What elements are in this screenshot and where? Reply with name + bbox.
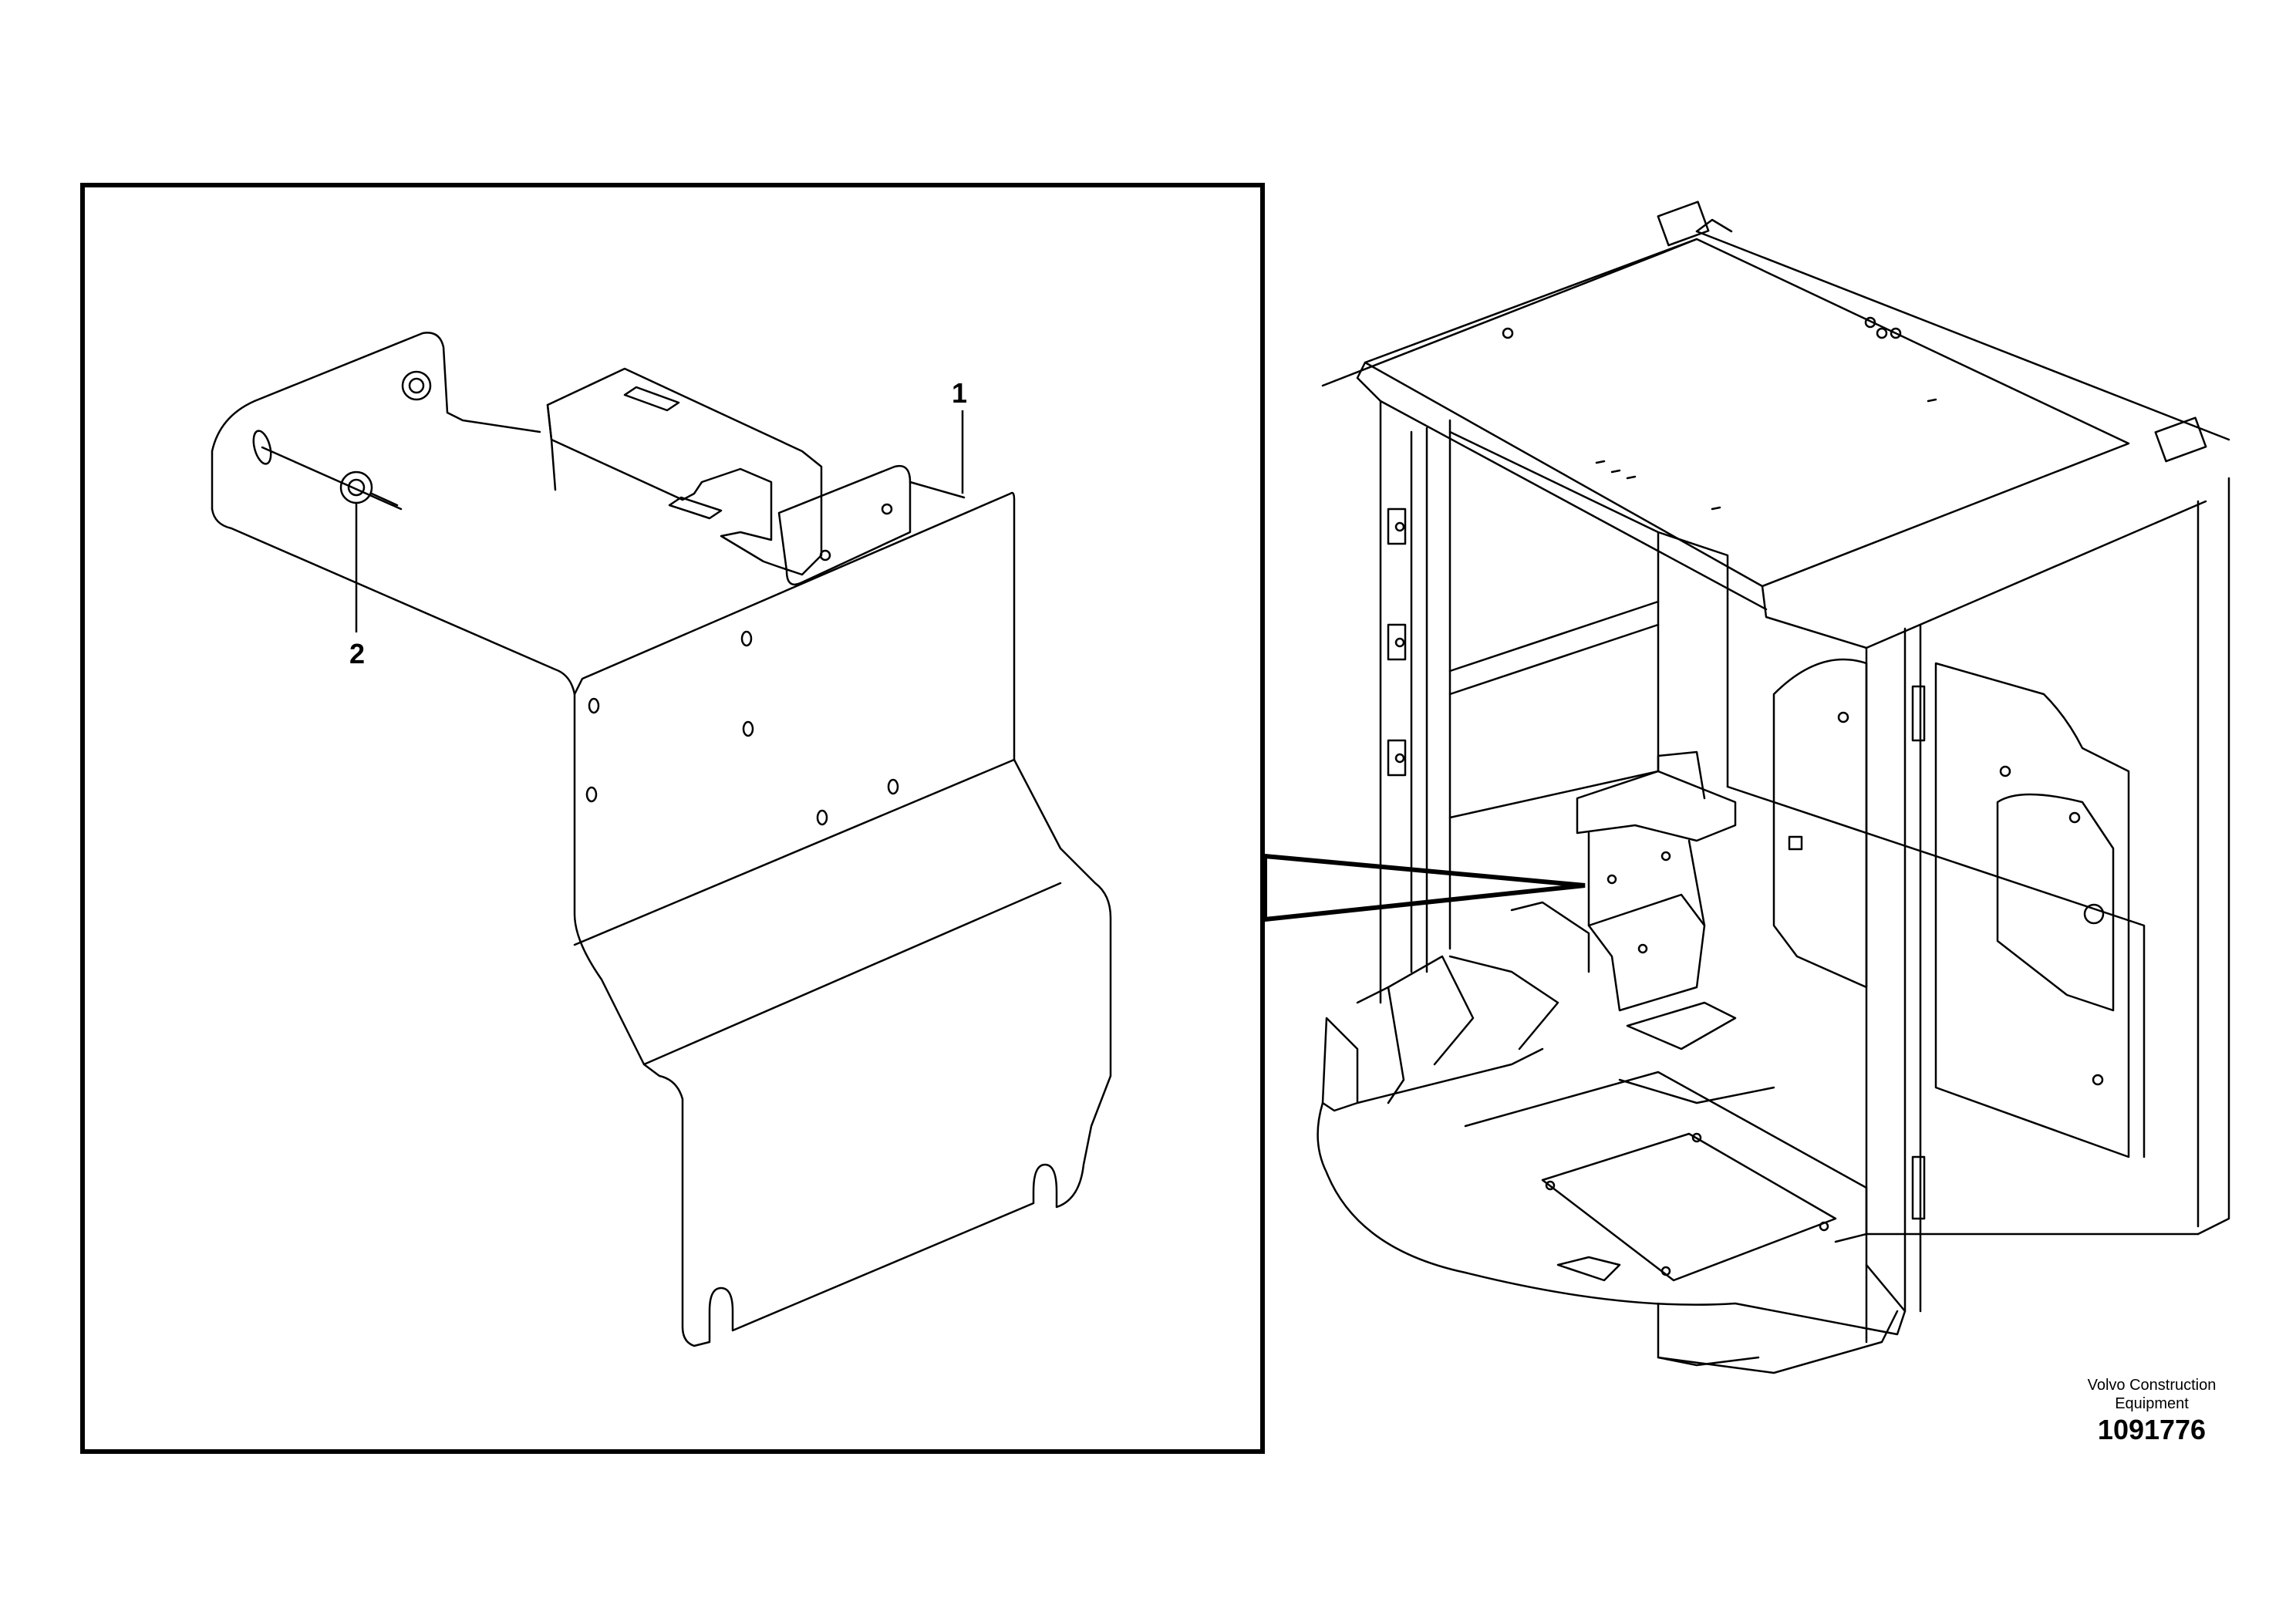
- brand-block: Volvo Construction Equipment 1091776: [2036, 1376, 2267, 1447]
- callout-2-label: 2: [349, 638, 366, 669]
- drawing-number: 1091776: [2097, 1414, 2207, 1445]
- detail-frame: [80, 183, 1265, 1454]
- brand-line-2: Equipment: [2115, 1395, 2189, 1412]
- nut-icon: [401, 370, 432, 401]
- cab-structure: [1317, 201, 2230, 1374]
- callout-1-label: 1: [952, 377, 968, 409]
- washer-icon: [339, 470, 373, 504]
- zoom-pointer: [1263, 853, 1586, 922]
- bracket-part: [211, 332, 1112, 1347]
- brand-line-1: Volvo Construction: [2087, 1377, 2217, 1394]
